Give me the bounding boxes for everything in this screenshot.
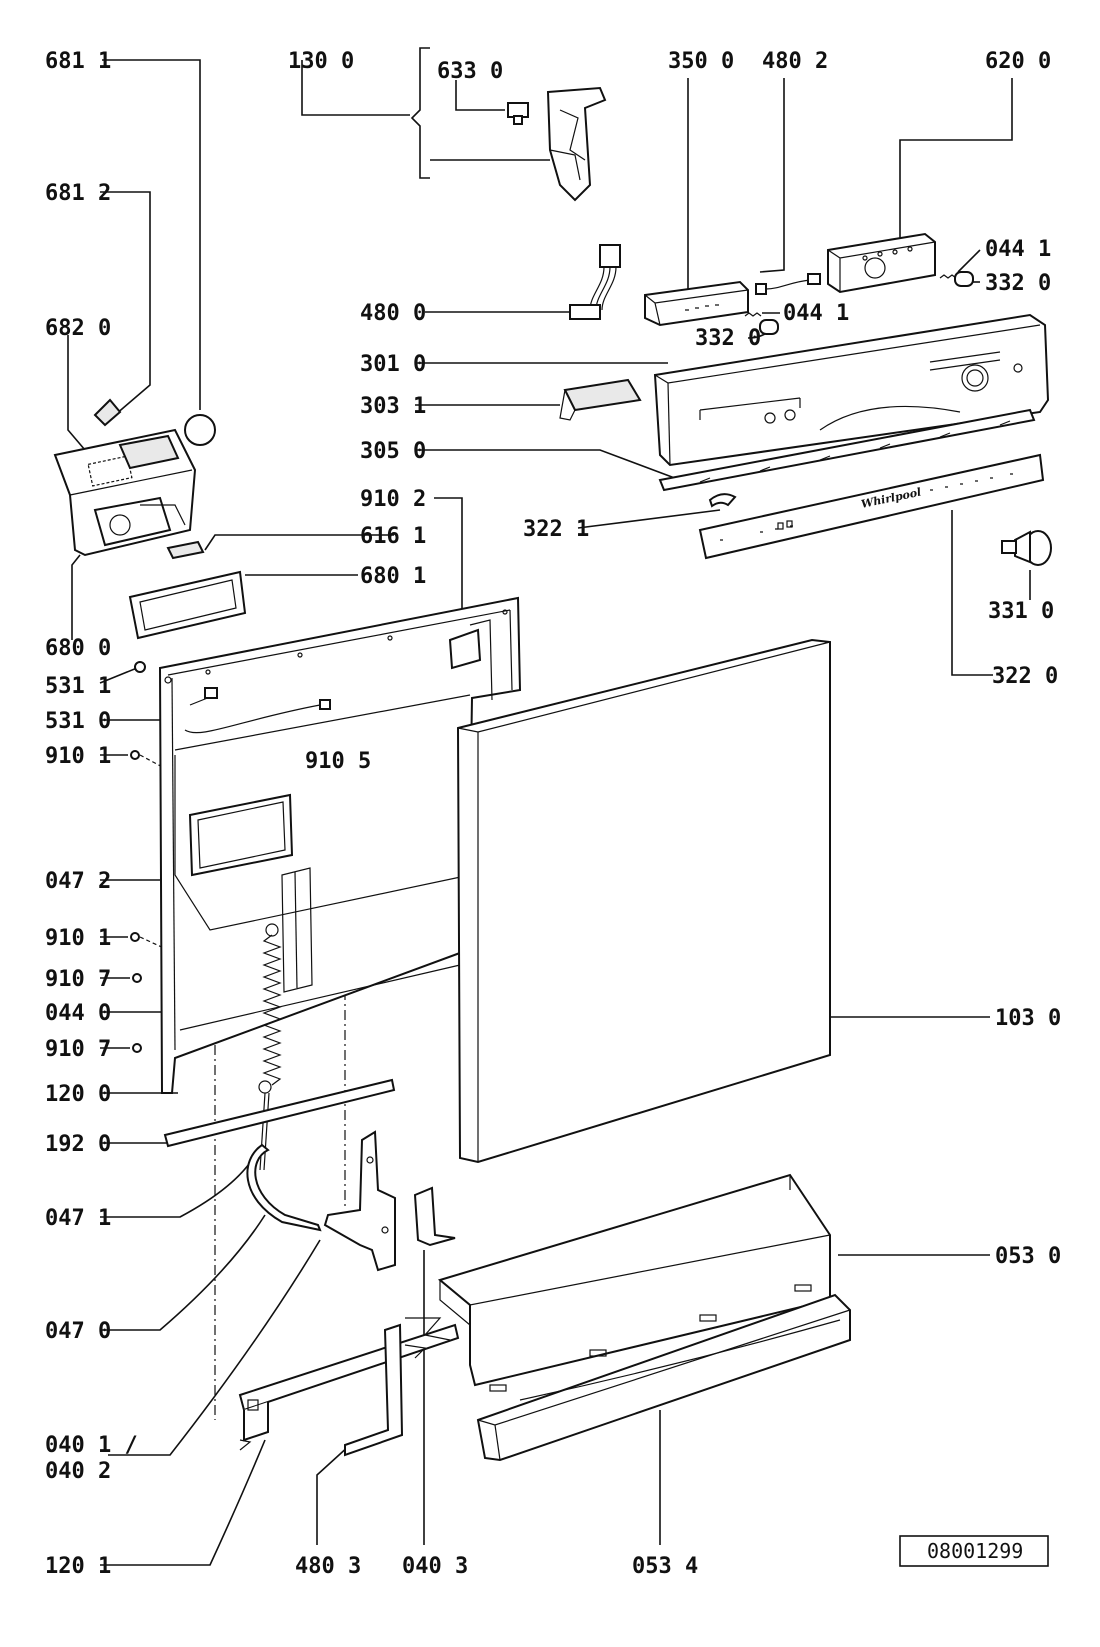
inner-door-panel — [158, 596, 522, 1094]
label-040-2: 040 2 — [45, 1459, 111, 1484]
label-910-1-lower: 910 1 — [45, 926, 111, 951]
screw-910-1-lower — [130, 932, 140, 942]
label-910-7-upper: 910 7 — [45, 967, 111, 992]
screw-910-1-upper — [130, 750, 140, 760]
label-682-0: 682 0 — [45, 316, 111, 341]
hinge-bracket — [323, 1130, 396, 1272]
selector-knob — [1001, 530, 1052, 566]
label-910-5: 910 5 — [305, 749, 371, 774]
kick-plate — [437, 1173, 831, 1387]
label-303-1: 303 1 — [360, 394, 426, 419]
drawing-reference-box: 08001299 — [899, 1535, 1049, 1567]
label-531-1: 531 1 — [45, 674, 111, 699]
label-680-0: 680 0 — [45, 636, 111, 661]
wire-harness-connector — [569, 244, 621, 320]
plinth-cover — [476, 1284, 851, 1462]
label-680-1: 680 1 — [360, 564, 426, 589]
detergent-dispenser — [53, 428, 197, 557]
lower-door-panel — [238, 1323, 460, 1451]
part-number-labels: 681 1 130 0 633 0 350 0 480 2 620 0 681 … — [45, 49, 1061, 1579]
label-616-1: 616 1 — [360, 524, 426, 549]
label-044-1-upper: 044 1 — [985, 237, 1051, 262]
label-681-1: 681 1 — [45, 49, 111, 74]
label-044-1-middle: 044 1 — [783, 301, 849, 326]
label-040-3: 040 3 — [402, 1554, 468, 1579]
label-480-2: 480 2 — [762, 49, 828, 74]
label-192-0: 192 0 — [45, 1132, 111, 1157]
label-047-1: 047 1 — [45, 1206, 111, 1231]
grommet — [134, 661, 146, 673]
label-681-2: 681 2 — [45, 181, 111, 206]
label-322-0: 322 0 — [992, 664, 1058, 689]
label-047-2: 047 2 — [45, 869, 111, 894]
screw-910-7-lower — [132, 1043, 142, 1053]
detergent-lid-clip — [93, 398, 122, 427]
label-120-0: 120 0 — [45, 1082, 111, 1107]
label-331-0: 331 0 — [988, 599, 1054, 624]
label-301-0: 301 0 — [360, 352, 426, 377]
panel-trim-strip — [658, 408, 1036, 492]
door-handle-clip — [559, 378, 642, 421]
label-047-0: 047 0 — [45, 1319, 111, 1344]
label-910-1-upper: 910 1 — [45, 744, 111, 769]
indicator-window — [708, 493, 737, 508]
label-910-7-lower: 910 7 — [45, 1037, 111, 1062]
label-305-0: 305 0 — [360, 439, 426, 464]
l-bracket — [344, 1323, 404, 1457]
label-480-0: 480 0 — [360, 301, 426, 326]
label-480-3: 480 3 — [295, 1554, 361, 1579]
outer-door-panel — [456, 638, 831, 1164]
label-053-0: 053 0 — [995, 1244, 1061, 1269]
door-spring — [258, 923, 282, 1171]
label-130-0: 130 0 — [288, 49, 354, 74]
label-120-1: 120 1 — [45, 1554, 111, 1579]
control-board — [644, 280, 749, 327]
seal-disc — [184, 414, 216, 446]
electronic-module — [827, 232, 936, 294]
parts: Whirlpool — [53, 86, 1052, 1462]
label-332-0-upper: 332 0 — [985, 271, 1051, 296]
hinge-spring-hook — [246, 1143, 322, 1232]
drawing-reference-code: 08001299 — [927, 1539, 1023, 1563]
interface-cable — [755, 273, 821, 295]
label-322-1: 322 1 — [523, 517, 589, 542]
label-103-0: 103 0 — [995, 1006, 1061, 1031]
door-latch-assembly — [507, 86, 607, 202]
label-350-0: 350 0 — [668, 49, 734, 74]
door-bottom-strip — [163, 1078, 396, 1148]
label-053-4: 053 4 — [632, 1554, 698, 1579]
label-040-1: 040 1 / — [45, 1433, 138, 1458]
dispenser-clip — [166, 540, 205, 560]
side-bracket — [413, 1186, 456, 1247]
label-531-0: 531 0 — [45, 709, 111, 734]
label-332-0-middle: 332 0 — [695, 326, 761, 351]
control-panel-fascia: Whirlpool — [698, 453, 1045, 560]
spring-and-knob-upper — [744, 271, 974, 335]
label-910-2: 910 2 — [360, 487, 426, 512]
label-620-0: 620 0 — [985, 49, 1051, 74]
label-633-0: 633 0 — [437, 59, 503, 84]
control-panel-housing — [653, 313, 1050, 467]
screw-910-7-upper — [132, 973, 142, 983]
dispenser-gasket — [128, 570, 247, 640]
label-044-0: 044 0 — [45, 1001, 111, 1026]
